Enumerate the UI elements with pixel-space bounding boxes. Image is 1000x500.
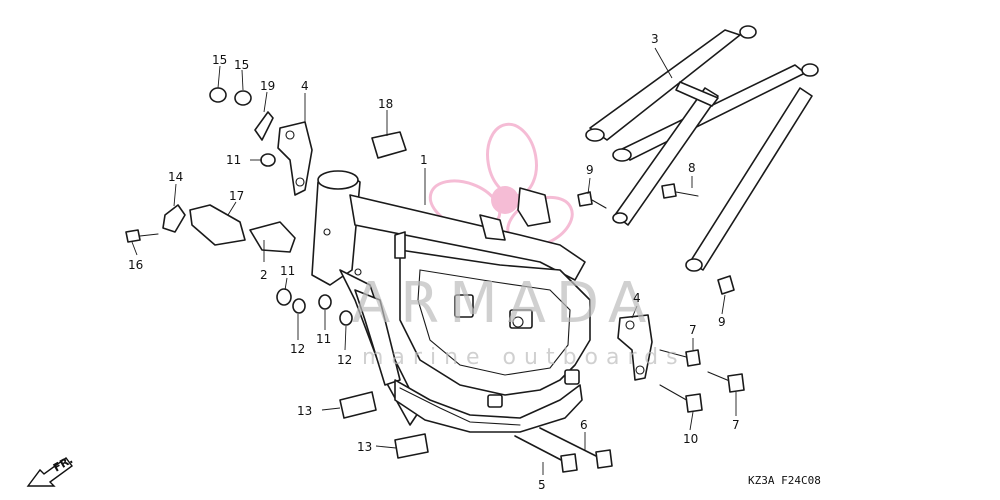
callout-9a: 9 [586,163,594,177]
callout-15b: 15 [234,58,249,72]
callouts: 1 2 3 4 4 5 6 7 7 8 9 9 10 11 11 11 12 1… [128,32,740,492]
callout-17: 17 [229,189,244,203]
bolt-7b [707,371,745,393]
callout-4b: 4 [633,291,641,305]
clamp-13a [339,391,377,419]
callout-9b: 9 [718,315,726,329]
washer-11b [276,288,292,306]
nut-15b [234,90,252,106]
long-bolt-5 [514,435,578,473]
callout-19: 19 [260,79,275,93]
callout-12b: 12 [337,353,352,367]
bolt-16 [125,229,159,243]
callout-13b: 13 [357,440,372,454]
front-arrow-icon [26,457,73,487]
callout-11c: 11 [316,332,331,346]
sub-frame [585,25,819,272]
callout-18: 18 [378,97,393,111]
callout-2: 2 [260,268,268,282]
callout-7b: 7 [732,418,740,432]
clip-19 [254,111,274,141]
main-frame [311,170,591,433]
washer-12a [292,298,306,314]
front-direction-marker: FR. [26,453,75,487]
callout-7a: 7 [689,323,697,337]
nut-15a [209,87,227,103]
diagram-code: KZ3A F24C08 [748,474,821,487]
callout-5: 5 [538,478,546,492]
callout-16: 16 [128,258,143,272]
callout-6: 6 [580,418,588,432]
callout-4a: 4 [301,79,309,93]
bolt-9b [717,275,735,295]
nut-11a [260,153,276,167]
callout-10: 10 [683,432,698,446]
bolt-10 [659,384,703,413]
callout-14: 14 [168,170,183,184]
engine-hanger-bracket-top [277,121,313,196]
bracket-14 [162,204,186,233]
engine-hanger-bracket-right [617,314,653,381]
washer-11c [318,294,332,310]
clip-18 [371,131,407,159]
leader-lines [131,47,737,475]
callout-1: 1 [420,153,428,167]
bolt-7a [659,349,701,367]
callout-8: 8 [688,161,696,175]
clamp-13b [394,433,429,459]
callout-11b: 11 [280,264,295,278]
watermark-tagline: marine outboards [362,345,686,370]
washer-12b [339,310,353,326]
callout-3: 3 [651,32,659,46]
callout-15a: 15 [212,53,227,67]
long-bolt-6 [539,427,613,469]
clamp-17 [189,204,246,246]
callout-13a: 13 [297,404,312,418]
bolt-8 [661,183,699,199]
watermark-brand: ARMADA [352,271,656,336]
bracket-2 [249,221,296,253]
bolt-9a [577,191,607,209]
callout-11a: 11 [226,153,241,167]
callout-12a: 12 [290,342,305,356]
